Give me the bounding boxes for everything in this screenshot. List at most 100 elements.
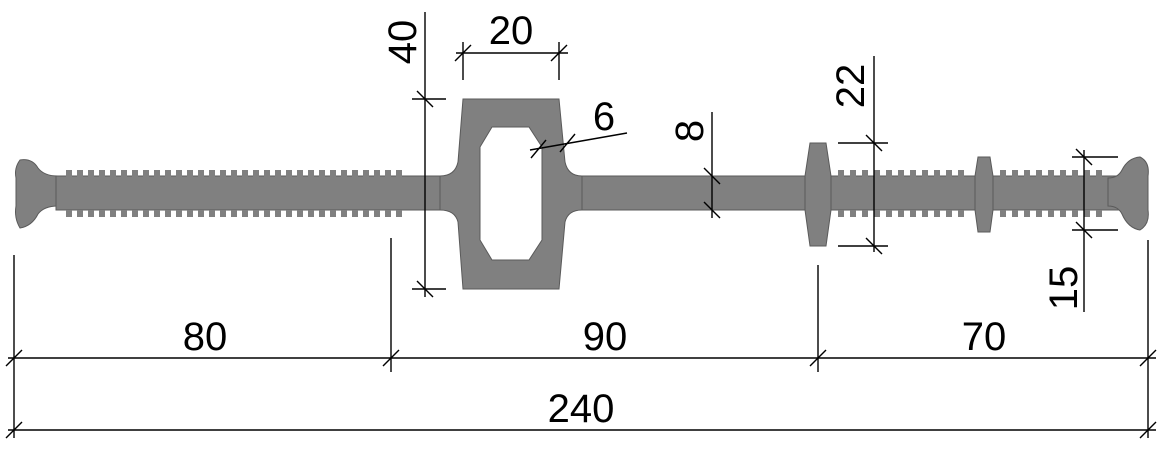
corrugation-rib: [253, 170, 259, 177]
corrugation-rib: [374, 210, 380, 217]
corrugation-rib: [165, 210, 171, 217]
waterstop-profile: [15, 98, 1149, 290]
corrugation-rib: [297, 210, 303, 217]
right-end-bulb: [1107, 156, 1149, 231]
corrugation-rib: [838, 170, 844, 177]
corrugation-rib: [898, 170, 904, 177]
corrugation-rib: [165, 170, 171, 177]
corrugation-rib: [958, 170, 964, 177]
corrugation-rib: [1000, 210, 1006, 217]
corrugation-rib: [385, 210, 391, 217]
small-rib: [974, 156, 994, 233]
corrugation-rib: [922, 210, 928, 217]
dim-label-90: 90: [583, 315, 628, 359]
corrugation-rib: [874, 210, 880, 217]
corrugation-rib: [862, 210, 868, 217]
dimension-labels: 80 90 70 240 20 6 40 8 22 15: [183, 9, 1086, 431]
corrugation-rib: [1048, 210, 1054, 217]
corrugation-rib: [363, 210, 369, 217]
corrugation-rib: [946, 170, 952, 177]
corrugation-rib: [143, 210, 149, 217]
corrugation-rib: [898, 210, 904, 217]
corrugation-rib: [1096, 170, 1102, 177]
corrugation-rib: [1096, 210, 1102, 217]
corrugation-rib: [308, 210, 314, 217]
corrugation-rib: [374, 170, 380, 177]
dim-label-240: 240: [548, 387, 615, 431]
corrugation-rib: [838, 210, 844, 217]
corrugation-rib: [1000, 170, 1006, 177]
corrugation-rib: [922, 170, 928, 177]
corrugation-rib: [242, 170, 248, 177]
corrugation-rib: [958, 210, 964, 217]
corrugation-rib: [910, 210, 916, 217]
left-end-bulb: [15, 159, 59, 229]
corrugation-rib: [154, 210, 160, 217]
web-strip: [55, 175, 1129, 211]
corrugation-rib: [231, 210, 237, 217]
corrugation-rib: [110, 210, 116, 217]
corrugation-rib: [187, 210, 193, 217]
corrugation-rib: [363, 170, 369, 177]
corrugation-rib: [66, 170, 72, 177]
corrugation-rib: [1048, 170, 1054, 177]
corrugation-rib: [396, 170, 402, 177]
corrugation-rib: [385, 170, 391, 177]
corrugation-rib: [341, 170, 347, 177]
dim-label-20: 20: [489, 9, 534, 53]
corrugation-rib: [187, 170, 193, 177]
dim-label-6: 6: [593, 95, 615, 139]
corrugation-rib: [330, 210, 336, 217]
corrugation-rib: [1024, 170, 1030, 177]
corrugation-rib: [297, 170, 303, 177]
dimension-lines: [5, 12, 1157, 439]
corrugation-rib: [910, 170, 916, 177]
corrugation-rib: [330, 170, 336, 177]
corrugation-rib: [231, 170, 237, 177]
corrugation-rib: [862, 170, 868, 177]
corrugation-rib: [198, 210, 204, 217]
corrugation-rib: [319, 170, 325, 177]
corrugation-rib: [209, 170, 215, 177]
corrugation-rib: [886, 210, 892, 217]
dim-label-70: 70: [962, 315, 1007, 359]
corrugation-rib: [341, 210, 347, 217]
corrugation-rib: [1060, 210, 1066, 217]
corrugation-rib: [132, 170, 138, 177]
corrugation-rib: [352, 210, 358, 217]
corrugation-rib: [1012, 170, 1018, 177]
corrugation-rib: [88, 170, 94, 177]
corrugation-rib: [352, 170, 358, 177]
corrugation-rib: [176, 170, 182, 177]
corrugation-rib: [275, 210, 281, 217]
corrugation-rib: [220, 210, 226, 217]
dim-label-40: 40: [381, 20, 425, 65]
corrugation-rib: [198, 170, 204, 177]
corrugation-rib: [220, 170, 226, 177]
corrugation-rib: [77, 210, 83, 217]
corrugation-rib: [99, 170, 105, 177]
corrugation-rib: [1060, 170, 1066, 177]
corrugation-rib: [934, 210, 940, 217]
dim-label-80: 80: [183, 315, 228, 359]
corrugation-rib: [143, 170, 149, 177]
corrugation-rib: [275, 170, 281, 177]
corrugation-rib: [396, 210, 402, 217]
corrugation-rib: [850, 210, 856, 217]
corrugation-rib: [286, 210, 292, 217]
corrugation-rib: [874, 170, 880, 177]
dim-label-8: 8: [668, 120, 712, 142]
dim-label-15: 15: [1042, 266, 1086, 311]
corrugation-rib: [934, 170, 940, 177]
corrugation-rib: [319, 210, 325, 217]
center-bulb-hole: [479, 126, 543, 261]
corrugation-rib: [176, 210, 182, 217]
corrugation-rib: [121, 210, 127, 217]
corrugation-rib: [886, 170, 892, 177]
corrugation-rib: [308, 170, 314, 177]
corrugation-rib: [253, 210, 259, 217]
corrugation-rib: [88, 210, 94, 217]
corrugation-rib: [1024, 210, 1030, 217]
large-rib: [804, 142, 832, 247]
